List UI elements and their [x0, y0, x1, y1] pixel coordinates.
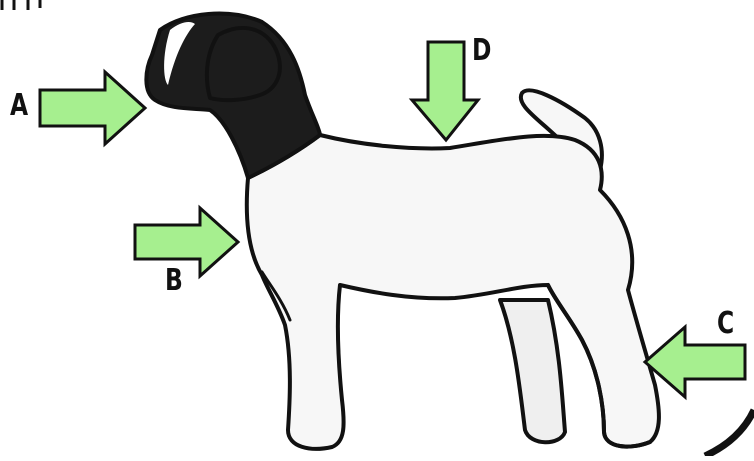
head-highlight [164, 22, 195, 85]
body [244, 133, 661, 451]
arrow-a [38, 68, 148, 148]
arrow-b [133, 204, 241, 280]
far-hind-leg [498, 298, 567, 445]
ear [204, 25, 282, 103]
arrow-c [642, 323, 747, 401]
label-c: C [717, 306, 735, 341]
arrow-d [408, 40, 482, 143]
near-hind-leg [546, 283, 652, 449]
label-a: A [10, 88, 29, 123]
label-b: B [165, 263, 183, 298]
goat-illustration [144, 11, 661, 451]
label-d: D [472, 33, 492, 68]
